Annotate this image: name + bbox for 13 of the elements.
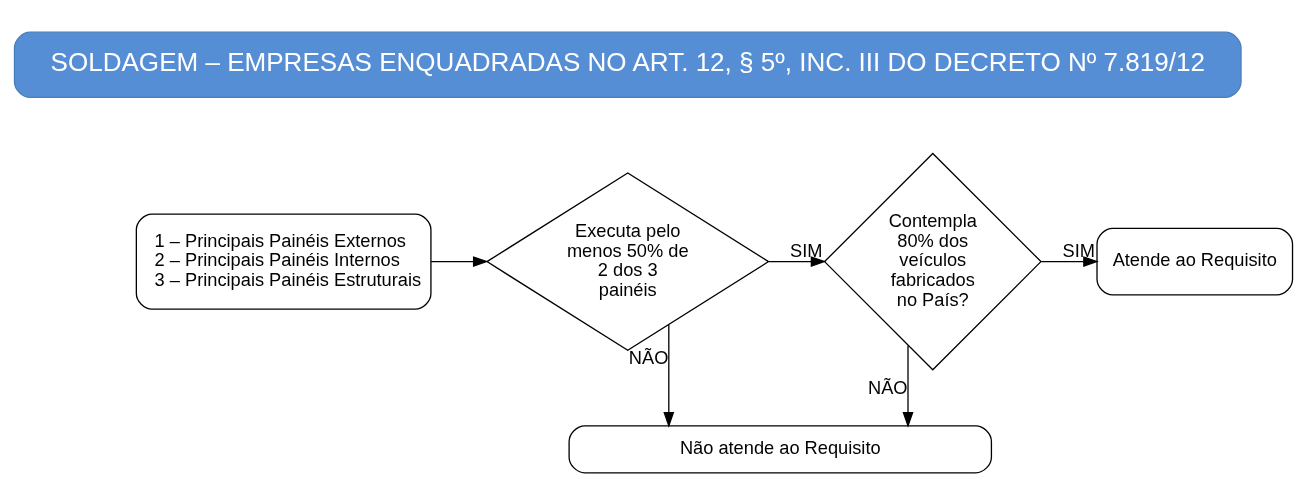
arrow <box>1040 255 1099 267</box>
node-box: 1 – Principais Painéis Externos 2 – Principais Painéis Internos 3 – Principais Painéis Estruturais <box>135 212 432 310</box>
arrow <box>663 323 675 428</box>
arrow <box>902 344 914 428</box>
edge-label: NÃO <box>868 376 908 398</box>
edge-label: SIM <box>1062 239 1096 261</box>
edge-label: SIM <box>790 239 823 261</box>
node-box: Não atende ao Requisito <box>568 424 993 473</box>
node-box: SOLDAGEM – EMPRESAS ENQUADRADAS NO ART. 12, § 5º, INC. III DO DECRETO Nº 7.819/12 <box>13 31 1242 98</box>
node-diamond: Contempla 80% dos veículos fabricados no País? <box>823 152 1042 371</box>
arrow <box>430 255 489 267</box>
arrow <box>768 255 827 267</box>
node-box: Atende ao Requisito <box>1096 227 1294 295</box>
